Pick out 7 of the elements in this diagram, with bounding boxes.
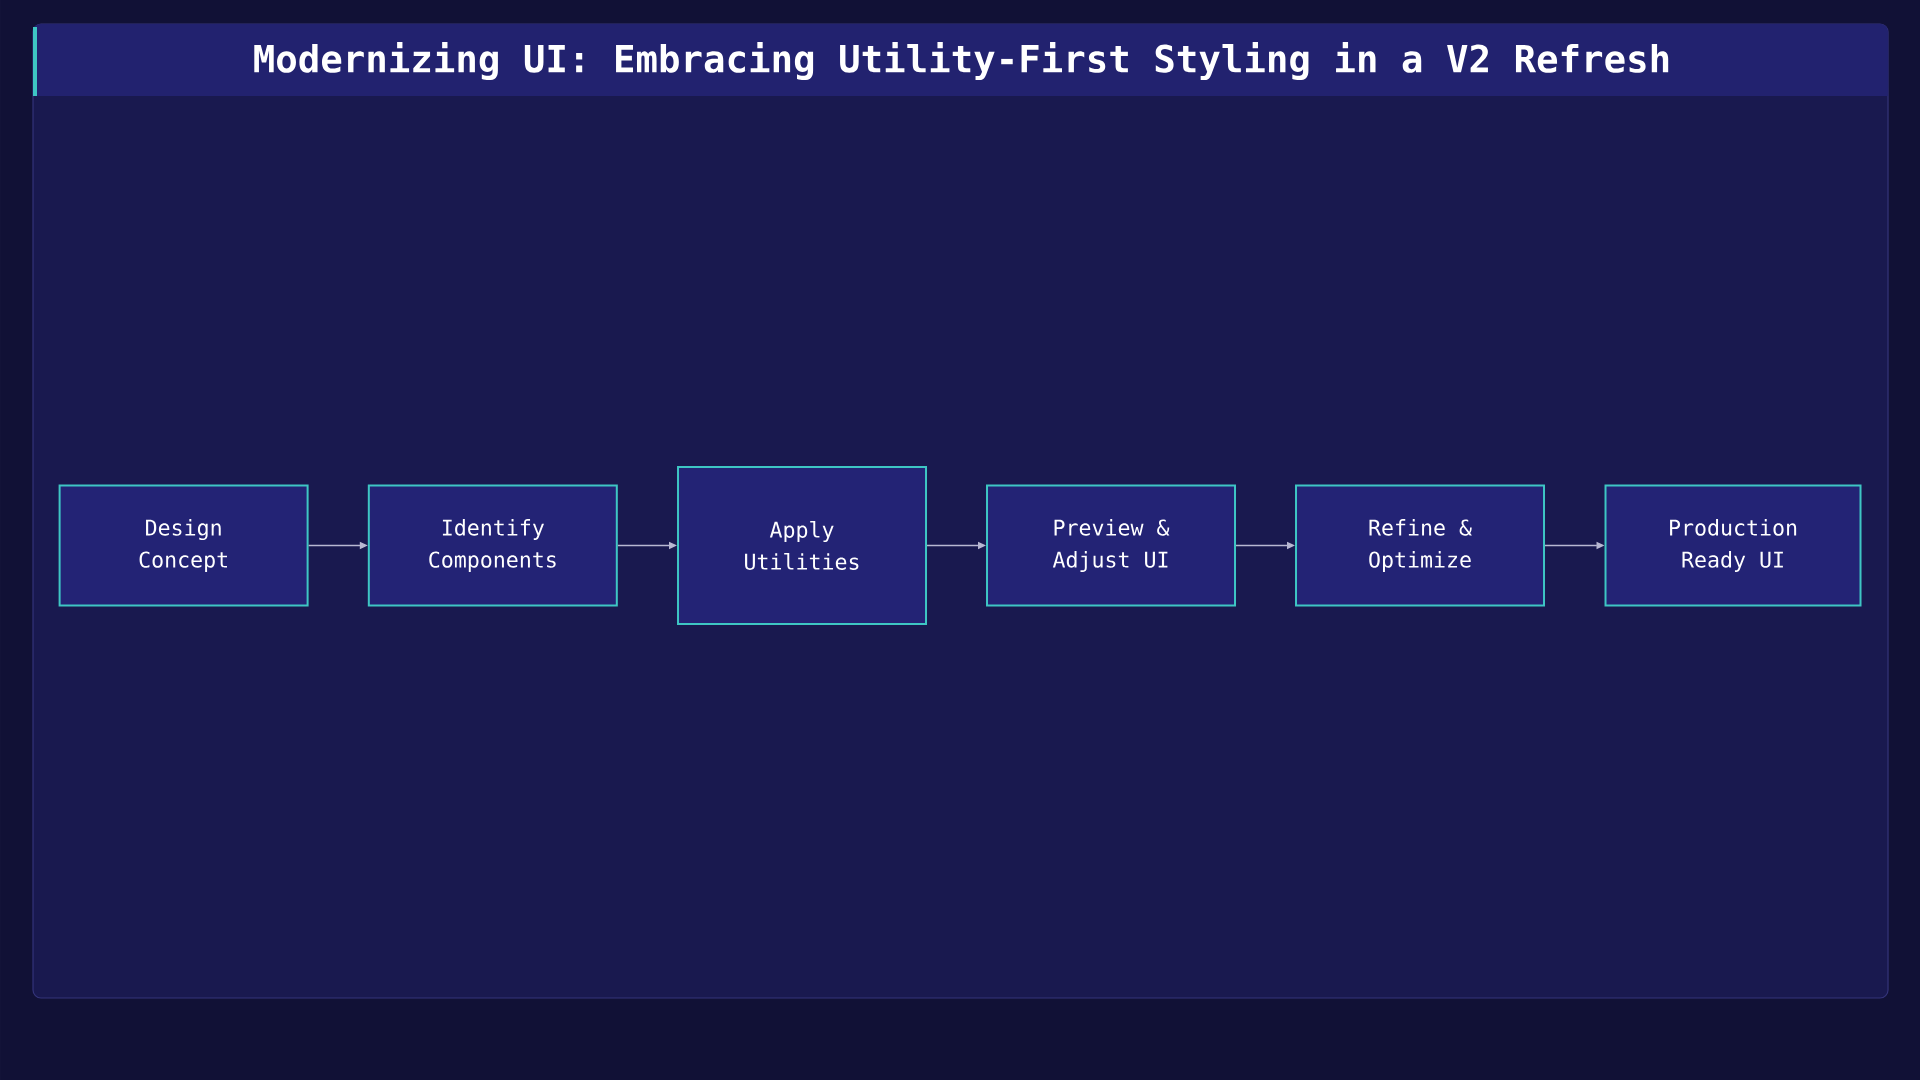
process-box: Refine & Optimize [1295, 484, 1545, 607]
process-box: Identify Components [367, 484, 618, 607]
process-box: Preview & Adjust UI [986, 484, 1236, 607]
process-box: Design Concept [58, 484, 309, 607]
process-box: Apply Utilities [677, 466, 927, 625]
process-box: Production Ready UI [1604, 484, 1862, 607]
title-bar: Modernizing UI: Embracing Utility-First Styling in a V2 Refresh [33, 24, 1888, 96]
